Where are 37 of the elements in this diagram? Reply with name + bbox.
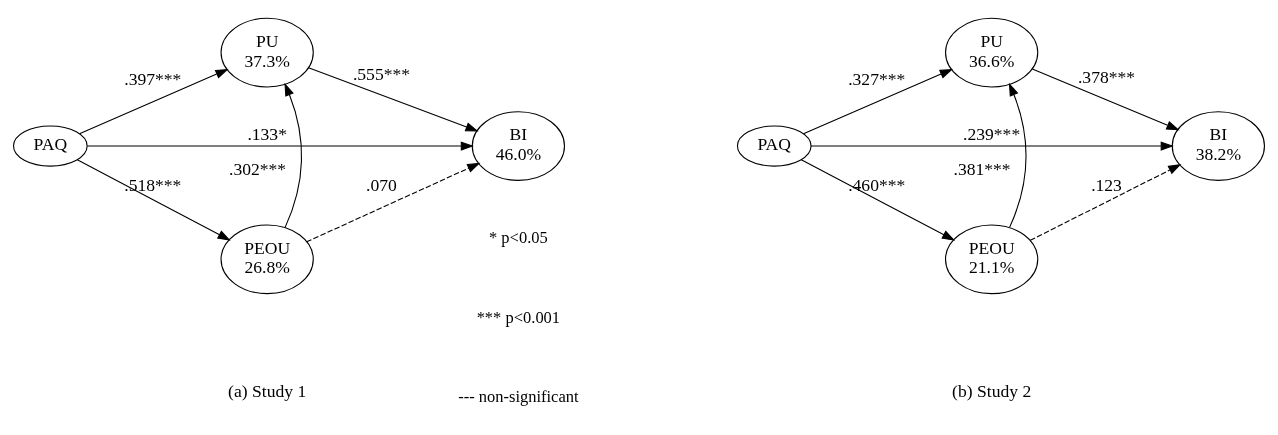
label: --- non-significant (458, 386, 579, 406)
node-ellipse: BI 46.0% (471, 110, 566, 181)
node-ellipse: PAQ (736, 124, 812, 167)
node-ellipse: BI 38.2% (1171, 110, 1265, 181)
arrow (1008, 82, 1027, 228)
edge-label: .518*** (124, 174, 182, 195)
edge-label: .327*** (848, 68, 906, 89)
arrow (802, 68, 953, 134)
label: *** p<0.001 (476, 307, 561, 326)
edge-label: .070 (366, 174, 397, 195)
arrow (308, 66, 479, 132)
label: (b) Study 2 (952, 379, 1032, 400)
node-ellipse: PU 36.6% (945, 17, 1039, 87)
arrow (76, 158, 231, 241)
edge-label: .123 (1091, 174, 1122, 195)
node-ellipse: PEOU 26.8% (220, 223, 314, 294)
arrow (78, 68, 229, 134)
arrow (800, 158, 956, 241)
arrow (306, 162, 481, 242)
label: * p<0.05 (489, 227, 548, 247)
arrow (86, 140, 474, 151)
arrow (1029, 163, 1182, 241)
edge-label: .397*** (124, 68, 182, 89)
edge-label: .460*** (848, 174, 906, 195)
node-ellipse: PU 37.3% (220, 17, 314, 87)
edge-label: .555*** (352, 63, 411, 84)
arrow (284, 82, 303, 228)
edge-label: .133* (247, 123, 287, 144)
label: (a) Study 1 (228, 379, 307, 400)
edge-label: .302*** (229, 158, 287, 179)
edge-label: .239*** (963, 123, 1021, 144)
edge-label: .381*** (953, 158, 1011, 179)
edge-label: .378*** (1077, 66, 1136, 87)
node-ellipse: PEOU 21.1% (945, 223, 1039, 294)
arrow (1031, 68, 1180, 130)
node-ellipse: PAQ (12, 124, 88, 167)
arrow (810, 140, 1174, 151)
